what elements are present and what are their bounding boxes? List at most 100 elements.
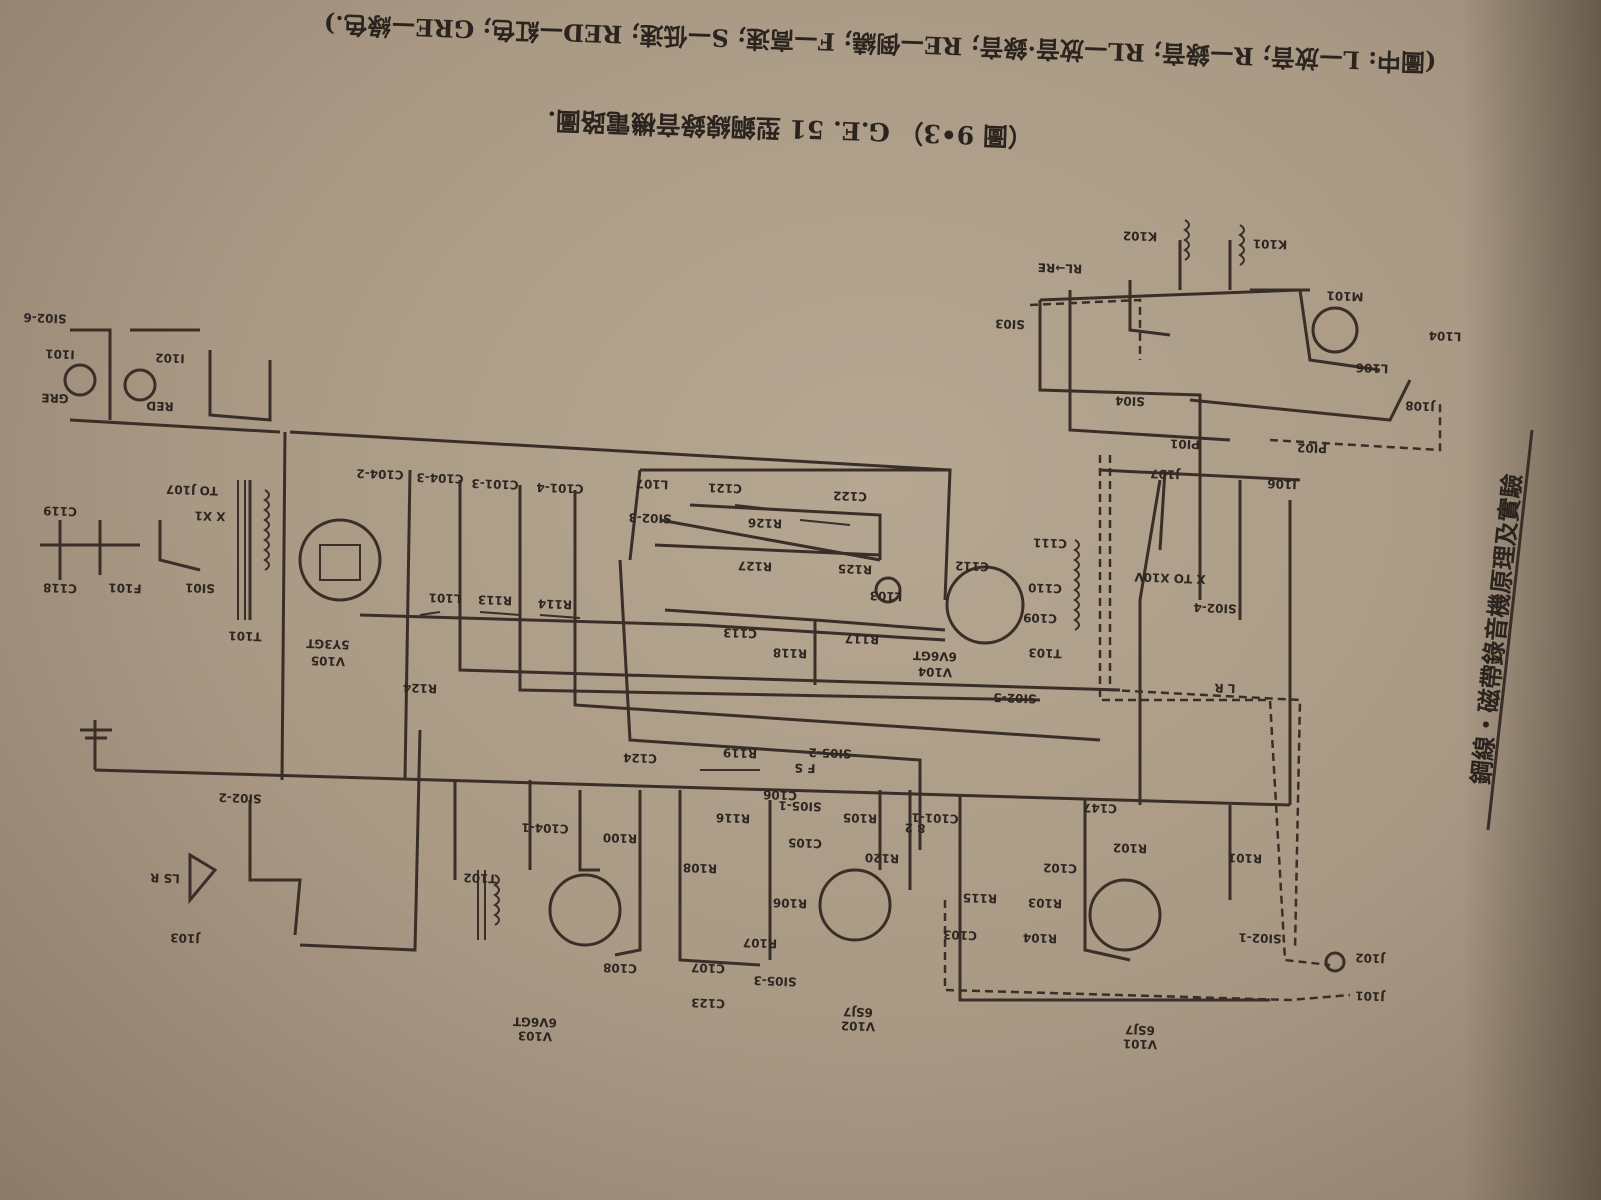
- component-label-c107: C107: [691, 960, 725, 975]
- component-label-si03: SI03: [995, 316, 1025, 331]
- component-label-c122: C122: [833, 488, 867, 503]
- component-label-c104-2: C104-2: [356, 466, 404, 482]
- component-label-x1x: X X1: [194, 508, 226, 523]
- component-label-r108: R108: [683, 860, 718, 875]
- component-label-j106: J106: [1267, 476, 1298, 491]
- component-label-v103t: 6V6GT: [512, 1014, 557, 1030]
- component-label-r118: R118: [773, 645, 808, 660]
- component-label-r127: R127: [738, 558, 773, 573]
- component-label-r125: R125: [838, 561, 873, 576]
- motor-m101: [1311, 306, 1359, 354]
- component-label-c111: C111: [1033, 535, 1067, 550]
- component-label-c104-3: C104-3: [416, 470, 464, 486]
- component-label-l101: L101: [428, 590, 461, 605]
- component-label-toj107: TO J107: [166, 482, 219, 498]
- component-label-r100: R100: [603, 830, 638, 845]
- component-label-c119: C119: [43, 503, 77, 518]
- component-label-r119: R119: [723, 745, 758, 760]
- component-label-si05-1: SI05-1: [778, 798, 822, 813]
- component-label-si02-1: SI02-1: [1238, 930, 1282, 945]
- header-rule: [1486, 429, 1534, 831]
- component-label-si05-3: SI05-3: [753, 973, 797, 988]
- component-label-si05-2: SI05-2: [808, 745, 852, 760]
- component-label-j107: J107: [1150, 466, 1181, 481]
- component-label-r107: R107: [743, 935, 778, 950]
- component-label-r114: R114: [538, 596, 573, 611]
- component-label-r113: R113: [478, 592, 513, 607]
- component-label-r105: R105: [843, 810, 878, 825]
- component-label-c101-3: C101-3: [471, 476, 519, 492]
- component-label-c101-1: C101-1: [911, 810, 959, 826]
- component-label-c109: C109: [1023, 610, 1057, 625]
- vacuum-tubes: [63, 306, 1359, 973]
- component-label-si04: SI04: [1115, 393, 1145, 408]
- component-label-r115: R115: [963, 890, 998, 905]
- component-label-c101-4: C101-4: [536, 480, 584, 496]
- component-label-r120: R120: [865, 850, 900, 865]
- component-label-r101: R101: [1228, 850, 1263, 865]
- component-label-t103: T103: [1028, 645, 1062, 660]
- component-label-j102: J102: [1355, 950, 1386, 965]
- component-label-k102: K102: [1123, 228, 1158, 243]
- component-label-r103: R103: [1028, 895, 1063, 910]
- component-label-si02-5: SI02-5: [993, 690, 1037, 705]
- component-label-v102: V102: [841, 1018, 876, 1033]
- tube-v105: [298, 518, 382, 602]
- component-label-si02-4: SI02-4: [1193, 600, 1237, 615]
- component-label-r126: R126: [748, 515, 783, 530]
- component-label-v104: V104: [918, 664, 953, 679]
- speaker-icon: [188, 852, 218, 905]
- figure-legend-note: (圖中: L—放音; R—錄音; RL—放音·錄音; RE—倒繞; F—高速; …: [323, 10, 1437, 78]
- component-label-xtox10v: X TO X10V: [1133, 570, 1205, 587]
- component-label-c108: C108: [603, 960, 637, 975]
- circuit-wires: [40, 240, 1442, 1002]
- component-label-c112: C112: [955, 558, 989, 573]
- component-label-j103: J103: [170, 930, 201, 945]
- component-label-rlre: RL→RE: [1038, 260, 1083, 276]
- component-label-c124: C124: [623, 750, 657, 765]
- component-label-pi01: PI01: [1170, 436, 1200, 451]
- component-label-si02-2: SI02-2: [218, 790, 262, 805]
- tube-v102: [818, 868, 892, 942]
- component-label-j108: J108: [1405, 398, 1436, 413]
- component-label-si01: SI01: [185, 580, 215, 595]
- component-label-c123: C123: [691, 995, 725, 1010]
- component-label-c103: C103: [943, 927, 977, 942]
- component-label-i101: I101: [45, 346, 75, 361]
- component-label-t101: T101: [228, 628, 262, 643]
- tube-l103: [874, 576, 902, 604]
- component-label-c106: C106: [763, 787, 797, 802]
- component-label-lr: L R: [1214, 681, 1236, 696]
- component-label-c113: C113: [723, 625, 757, 640]
- jack-j102: [1324, 951, 1346, 973]
- transformers: [237, 219, 1245, 940]
- component-label-r102: R102: [1113, 840, 1148, 855]
- component-label-r124: R124: [403, 680, 438, 695]
- component-label-c104-1: C104-1: [521, 820, 569, 836]
- page-edge-shadow: [1461, 0, 1601, 1200]
- component-label-v101t: 6SJ7: [1125, 1022, 1155, 1037]
- lamp-i102: [123, 368, 157, 402]
- component-label-k101: K101: [1253, 236, 1288, 251]
- component-label-m101: M101: [1326, 288, 1363, 303]
- lamp-i101: [63, 363, 97, 397]
- component-label-j101: J101: [1355, 988, 1386, 1003]
- figure-title: （圖 9•3） G.E. 51 型鋼線錄音機電路圖.: [547, 106, 1034, 152]
- tube-v104: [945, 565, 1025, 645]
- component-label-l107: L107: [635, 476, 668, 491]
- component-label-t102: T102: [463, 870, 497, 885]
- component-label-c105: C105: [788, 835, 822, 850]
- side-header: 鋼線・磁帶錄音機原理及實驗: [1466, 472, 1527, 785]
- component-label-v101: V101: [1123, 1036, 1158, 1051]
- tube-v103: [548, 873, 622, 947]
- component-label-b2: 8 2: [904, 821, 925, 836]
- component-label-l104: L104: [1428, 328, 1461, 343]
- component-label-si02-3: SI02-3: [628, 510, 672, 525]
- component-label-l106: L106: [1355, 360, 1388, 375]
- component-label-r117: R117: [845, 631, 880, 646]
- tube-v101: [1088, 878, 1162, 952]
- component-label-c118: C118: [43, 580, 77, 595]
- component-label-gre: GRE: [41, 391, 69, 406]
